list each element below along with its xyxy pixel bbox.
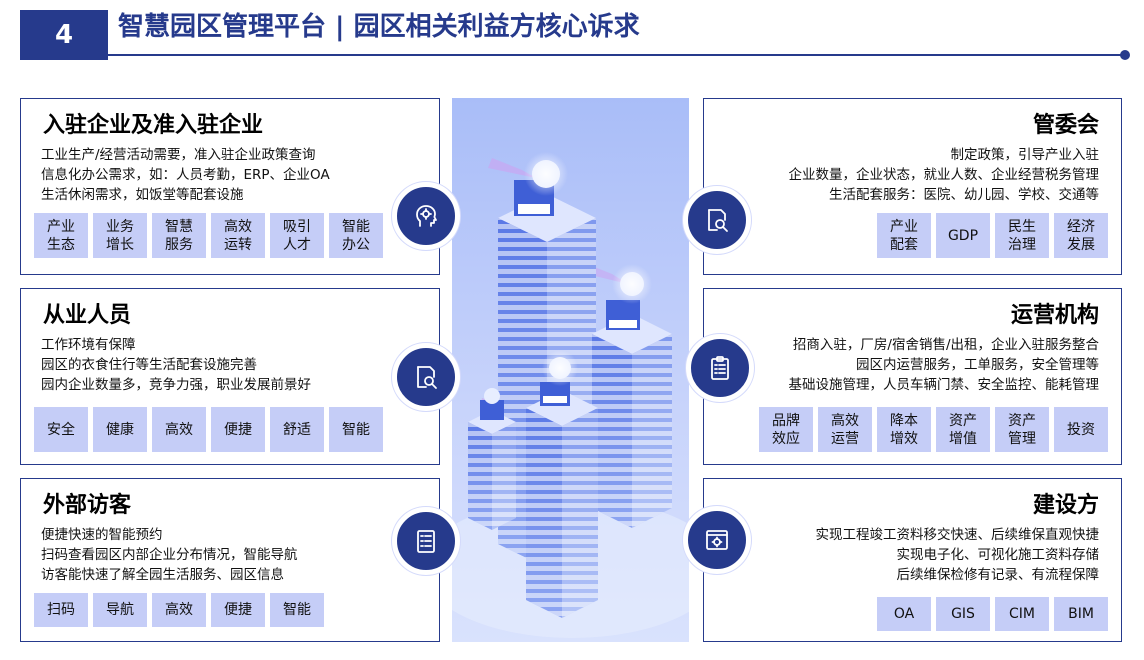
tag: 高效 运营 (818, 407, 872, 452)
tag: OA (877, 597, 931, 631)
tag: 资产 增值 (936, 407, 990, 452)
tag: 导航 (93, 593, 147, 627)
tag-list: 扫码 导航 高效 便捷 智能 (34, 593, 324, 627)
desc-line: 制定政策，引导产业入驻 (950, 147, 1100, 163)
tag-list: 品牌 效应 高效 运营 降本 增效 资产 增值 资产 管理 投资 (759, 407, 1108, 452)
desc-line: 招商入驻，厂房/宿舍销售/出租，企业入驻服务整合 (792, 337, 1099, 353)
tag: CIM (995, 597, 1049, 631)
tag: 品牌 效应 (759, 407, 813, 452)
search-document-icon (683, 186, 751, 254)
desc-line: 园区内运营服务，工单服务，安全管理等 (856, 357, 1099, 373)
card-title: 建设方 (1032, 493, 1099, 518)
desc-line: 企业数量，企业状态，就业人数、企业经营税务管理 (788, 167, 1100, 183)
page-title: 智慧园区管理平台 | 园区相关利益方核心诉求 (118, 12, 640, 42)
tag: 便捷 (211, 593, 265, 627)
tag: 舒适 (270, 407, 324, 452)
desc-line: 生活休闲需求，如饭堂等配套设施 (41, 187, 244, 203)
slide-number: 4 (20, 10, 108, 60)
desc-line: 便捷快速的智能预约 (41, 527, 163, 543)
tag: 智能 (270, 593, 324, 627)
desc-line: 访客能快速了解全园生活服务、园区信息 (41, 567, 284, 583)
card-enterprise: 入驻企业及准入驻企业 工业生产/经营活动需要，准入驻企业政策查询 信息化办公需求… (20, 98, 440, 275)
tag: 产业 生态 (34, 213, 88, 258)
desc-line: 园区的衣食住行等生活配套设施完善 (41, 357, 257, 373)
title-divider-dot (1120, 50, 1130, 60)
desc-line: 基础设施管理，人员车辆门禁、安全监控、能耗管理 (788, 377, 1100, 393)
card-description: 工业生产/经营活动需要，准入驻企业政策查询 信息化办公需求，如：人员考勤，ERP… (41, 145, 330, 205)
card-title: 管委会 (1032, 113, 1099, 138)
buildings-graphic (452, 152, 689, 638)
desc-line: 扫码查看园区内部企业分布情况，智能导航 (41, 547, 298, 563)
card-title: 外部访客 (43, 493, 132, 518)
tag: 健康 (93, 407, 147, 452)
card-committee: 管委会 制定政策，引导产业入驻 企业数量，企业状态，就业人数、企业经营税务管理 … (703, 98, 1122, 275)
tag: 扫码 (34, 593, 88, 627)
desc-line: 工业生产/经营活动需要，准入驻企业政策查询 (41, 147, 316, 163)
tag-list: OA GIS CIM BIM (877, 597, 1108, 631)
card-visitors: 外部访客 便捷快速的智能预约 扫码查看园区内部企业分布情况，智能导航 访客能快速… (20, 478, 440, 642)
tag-list: 产业 生态 业务 增长 智慧 服务 高效 运转 吸引 人才 智能 办公 (34, 213, 383, 258)
card-description: 工作环境有保障 园区的衣食住行等生活配套设施完善 园内企业数量多，竞争力强，职业… (41, 335, 311, 395)
tag-list: 安全 健康 高效 便捷 舒适 智能 (34, 407, 383, 452)
card-description: 便捷快速的智能预约 扫码查看园区内部企业分布情况，智能导航 访客能快速了解全园生… (41, 525, 298, 585)
tag: 吸引 人才 (270, 213, 324, 258)
card-description: 制定政策，引导产业入驻 企业数量，企业状态，就业人数、企业经营税务管理 生活配套… (789, 145, 1100, 205)
tag: 安全 (34, 407, 88, 452)
card-builder: 建设方 实现工程竣工资料移交快速、后续维保直观快捷 实现电子化、可视化施工资料存… (703, 478, 1122, 642)
tag: 智慧 服务 (152, 213, 206, 258)
desc-line: 信息化办公需求，如：人员考勤，ERP、企业OA (41, 167, 330, 183)
head-gear-icon (392, 182, 460, 250)
tag: 资产 管理 (995, 407, 1049, 452)
tag: GDP (936, 213, 990, 258)
tag: 智能 办公 (329, 213, 383, 258)
tag: 民生 治理 (995, 213, 1049, 258)
tag: BIM (1054, 597, 1108, 631)
card-operator: 运营机构 招商入驻，厂房/宿舍销售/出租，企业入驻服务整合 园区内运营服务，工单… (703, 288, 1122, 465)
tag: 高效 运转 (211, 213, 265, 258)
card-description: 招商入驻，厂房/宿舍销售/出租，企业入驻服务整合 园区内运营服务，工单服务，安全… (789, 335, 1100, 395)
city-buildings-illustration (452, 98, 689, 642)
desc-line: 实现电子化、可视化施工资料存储 (896, 547, 1100, 563)
card-employees: 从业人员 工作环境有保障 园区的衣食住行等生活配套设施完善 园内企业数量多，竞争… (20, 288, 440, 465)
checklist-icon (392, 507, 460, 575)
tag: 业务 增长 (93, 213, 147, 258)
tag: 智能 (329, 407, 383, 452)
tag: 降本 增效 (877, 407, 931, 452)
desc-line: 后续维保检修有记录、有流程保障 (896, 567, 1100, 583)
tag: 高效 (152, 407, 206, 452)
card-title: 入驻企业及准入驻企业 (43, 113, 264, 138)
settings-window-icon (683, 506, 751, 574)
tag: 产业 配套 (877, 213, 931, 258)
tag: 投资 (1054, 407, 1108, 452)
desc-line: 工作环境有保障 (41, 337, 136, 353)
clipboard-list-icon (686, 334, 754, 402)
tag: 经济 发展 (1054, 213, 1108, 258)
tag: GIS (936, 597, 990, 631)
tag: 高效 (152, 593, 206, 627)
desc-line: 实现工程竣工资料移交快速、后续维保直观快捷 (815, 527, 1100, 543)
card-description: 实现工程竣工资料移交快速、后续维保直观快捷 实现电子化、可视化施工资料存储 后续… (816, 525, 1100, 585)
tag-list: 产业 配套 GDP 民生 治理 经济 发展 (877, 213, 1108, 258)
card-title: 运营机构 (1010, 303, 1099, 328)
card-title: 从业人员 (43, 303, 132, 328)
title-divider (20, 54, 1122, 56)
desc-line: 生活配套服务：医院、幼儿园、学校、交通等 (829, 187, 1099, 203)
desc-line: 园内企业数量多，竞争力强，职业发展前景好 (41, 377, 311, 393)
tag: 便捷 (211, 407, 265, 452)
search-document-icon (392, 343, 460, 411)
